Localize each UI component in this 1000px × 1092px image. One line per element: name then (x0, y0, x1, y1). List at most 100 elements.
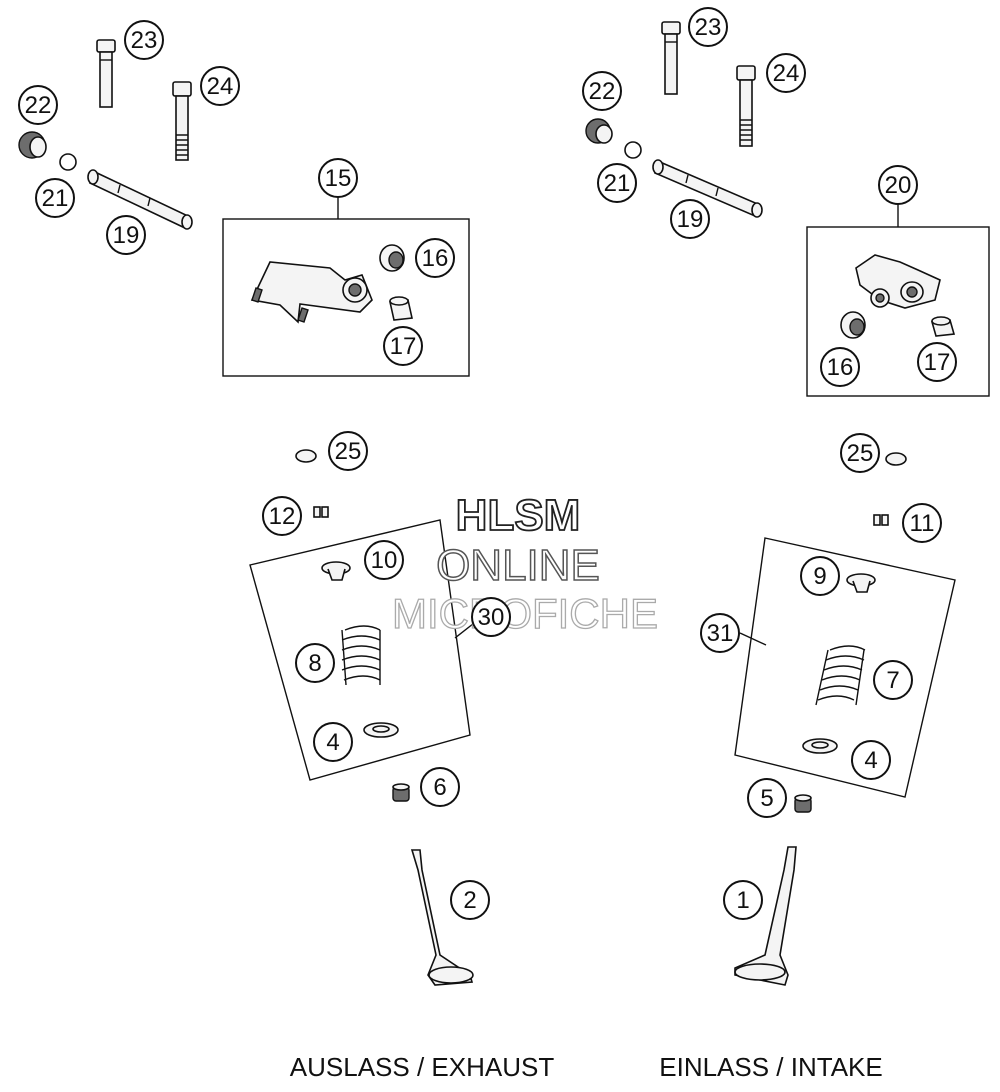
callout-c6: 6 (420, 767, 460, 807)
callout-number: 25 (847, 440, 874, 467)
callout-circle (766, 53, 806, 93)
shim-25-left (295, 449, 317, 463)
callout-circle (383, 326, 423, 366)
callout-circle (688, 7, 728, 47)
valve-stem-seal-6 (392, 783, 410, 802)
callout-c17a: 17 (383, 326, 423, 366)
rocker-shaft-19-right (652, 159, 763, 218)
callout-c23b: 23 (688, 7, 728, 47)
callout-c7: 7 (873, 660, 913, 700)
bolt-23-right (661, 21, 681, 95)
valve-cotters-11 (873, 514, 889, 526)
o-ring-21-right (624, 141, 642, 159)
spring-retainer-9 (846, 573, 876, 593)
callout-number: 25 (335, 438, 362, 465)
callout-circle (200, 66, 240, 106)
bearing-16-right (840, 311, 866, 339)
callout-circle (415, 238, 455, 278)
callout-circle (313, 722, 353, 762)
plug-22-left (18, 131, 47, 159)
callout-c4a: 4 (313, 722, 353, 762)
callout-number: 15 (325, 165, 352, 192)
pin-17-right (930, 316, 956, 337)
valve-spring-7 (815, 645, 866, 706)
callout-circle (262, 496, 302, 536)
pin-17-left (389, 296, 413, 321)
callout-c24a: 24 (200, 66, 240, 106)
callout-c16a: 16 (415, 238, 455, 278)
callout-c25b: 25 (840, 433, 880, 473)
rocker-shaft-19-left (87, 169, 193, 230)
callout-number: 7 (886, 667, 899, 694)
callout-circle (582, 71, 622, 111)
valve-spring-kit-box-31 (734, 537, 956, 798)
callout-circle (364, 540, 404, 580)
valve-cotters-12 (313, 506, 329, 518)
rocker-arm-exhaust (250, 261, 373, 324)
callout-c30: 30 (471, 597, 511, 637)
bolt-23-left (96, 39, 116, 108)
callout-number: 17 (924, 349, 951, 376)
callout-circle (420, 767, 460, 807)
callout-number: 24 (773, 60, 800, 87)
spring-seat-4-left (363, 722, 399, 738)
callout-circle (820, 347, 860, 387)
watermark-line-2: ONLINE (436, 541, 600, 590)
callout-number: 17 (390, 333, 417, 360)
caption-intake: EINLASS / INTAKE (659, 1052, 882, 1082)
callout-c22b: 22 (582, 71, 622, 111)
intake-valve-1 (734, 846, 797, 986)
callout-number: 21 (604, 170, 631, 197)
valve-stem-seal-5 (794, 794, 812, 813)
callout-circle (106, 215, 146, 255)
callout-circle (35, 178, 75, 218)
callout-number: 22 (25, 92, 52, 119)
callout-c25a: 25 (328, 431, 368, 471)
callout-c8: 8 (295, 643, 335, 683)
callout-number: 19 (113, 222, 140, 249)
callout-c4b: 4 (851, 740, 891, 780)
callout-circle (318, 158, 358, 198)
callout-circle (700, 613, 740, 653)
callout-number: 20 (885, 172, 912, 199)
rocker-arm-intake (855, 254, 941, 309)
callout-number: 1 (736, 887, 749, 914)
callout-c24b: 24 (766, 53, 806, 93)
watermark-line-3: MICROFICHE (392, 590, 658, 637)
callout-circle (670, 199, 710, 239)
callout-circle (723, 880, 763, 920)
callout-c5: 5 (747, 778, 787, 818)
callout-circle (471, 597, 511, 637)
callout-c9: 9 (800, 556, 840, 596)
callout-number: 23 (695, 14, 722, 41)
callout-c31: 31 (700, 613, 740, 653)
valve-spring-8 (341, 625, 381, 686)
callout-circle (878, 165, 918, 205)
callout-number: 22 (589, 78, 616, 105)
callout-c15: 15 (318, 158, 358, 198)
bolt-24-left (172, 81, 192, 161)
plug-22-right (585, 118, 613, 144)
callout-c1: 1 (723, 880, 763, 920)
callout-number: 2 (463, 887, 476, 914)
callout-number: 19 (677, 206, 704, 233)
spring-retainer-10 (321, 561, 351, 581)
callout-circle (873, 660, 913, 700)
callout-c22a: 22 (18, 85, 58, 125)
callout-c23a: 23 (124, 20, 164, 60)
callout-circle (597, 163, 637, 203)
callout-c20: 20 (878, 165, 918, 205)
callout-number: 21 (42, 185, 69, 212)
callout-number: 12 (269, 503, 296, 530)
callout-c12: 12 (262, 496, 302, 536)
callout-number: 4 (326, 729, 339, 756)
callout-number: 23 (131, 27, 158, 54)
caption-exhaust: AUSLASS / EXHAUST (290, 1052, 555, 1082)
callout-number: 31 (707, 620, 734, 647)
valve-spring-kit-box-30 (249, 519, 471, 781)
callout-c21b: 21 (597, 163, 637, 203)
callout-number: 4 (864, 747, 877, 774)
callout-c11: 11 (902, 503, 942, 543)
